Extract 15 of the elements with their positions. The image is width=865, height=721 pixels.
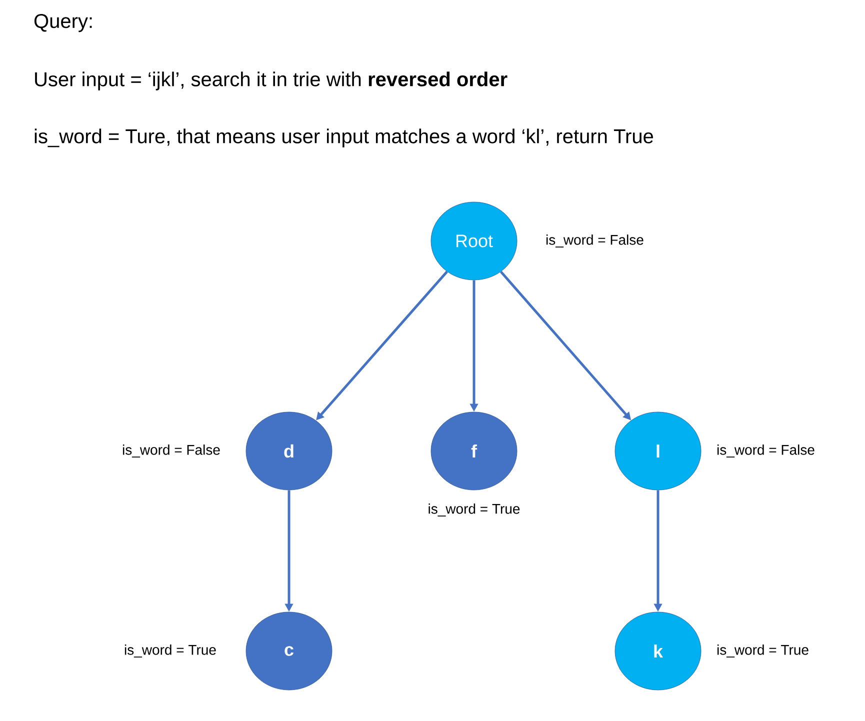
text-line: User input = ‘ijkl’, search it in trie with reversed order bbox=[35, 72, 508, 90]
tree-node: f bbox=[430, 412, 518, 490]
node-annotation: is_word = True bbox=[717, 644, 808, 658]
tree-node: k bbox=[614, 612, 702, 690]
tree-node: l bbox=[614, 412, 702, 490]
node-annotation: is_word = False bbox=[122, 444, 220, 458]
node-annotation: is_word = True bbox=[124, 644, 216, 658]
text-line: is_word = Ture, that means user input matches a word ‘kl’, return True bbox=[34, 128, 654, 148]
heading: Query: bbox=[34, 14, 92, 32]
tree-node: d bbox=[246, 412, 332, 490]
node-annotation: is_word = False bbox=[717, 444, 814, 458]
tree-node: Root bbox=[430, 202, 518, 280]
node-annotation: is_word = False bbox=[546, 234, 644, 248]
tree-node: c bbox=[246, 612, 332, 690]
node-annotation: is_word = True bbox=[428, 504, 520, 516]
